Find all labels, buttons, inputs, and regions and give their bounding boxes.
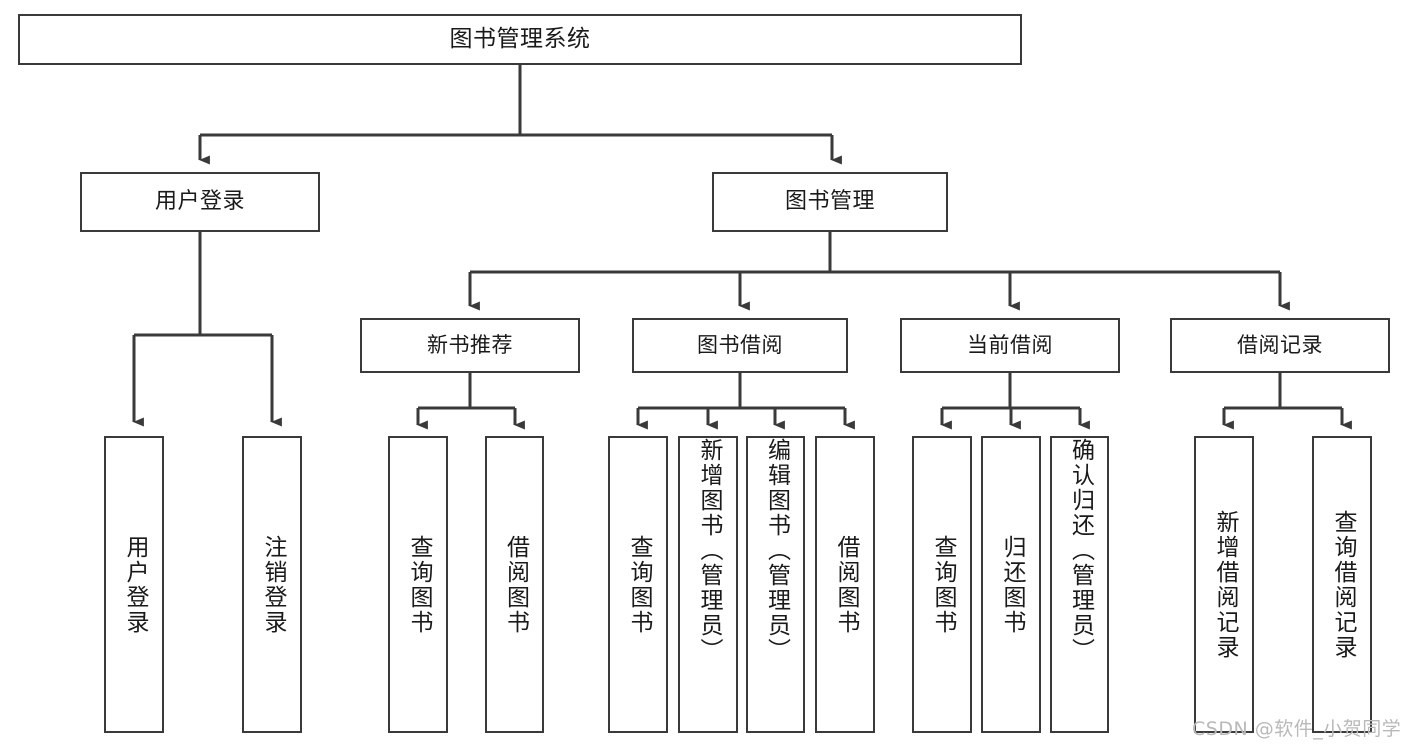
node-leaf-11[interactable]: 新增借阅记录 [1194, 436, 1254, 733]
node-leaf-8-label: 查询图书 [929, 534, 956, 635]
node-level3-0[interactable]: 新书推荐 [360, 318, 580, 373]
node-root-label: 图书管理系统 [449, 26, 591, 53]
node-leaf-7-label: 借阅图书 [832, 534, 859, 635]
node-level3-1-label: 图书借阅 [697, 333, 783, 358]
node-leaf-2-label: 查询图书 [405, 534, 432, 635]
node-level2-0[interactable]: 用户登录 [80, 172, 320, 232]
node-level3-1[interactable]: 图书借阅 [632, 318, 848, 373]
node-leaf-0-label: 用户登录 [121, 534, 148, 635]
node-leaf-3[interactable]: 借阅图书 [485, 436, 544, 733]
node-leaf-7[interactable]: 借阅图书 [815, 436, 875, 733]
node-level2-0-label: 用户登录 [154, 189, 245, 215]
node-leaf-10[interactable]: 确认归还（管理员） [1050, 436, 1109, 733]
node-leaf-1-label: 注销登录 [259, 534, 286, 635]
node-leaf-3-label: 借阅图书 [502, 534, 529, 635]
node-leaf-10-label: 确认归还（管理员） [1067, 438, 1094, 663]
node-level2-1-label: 图书管理 [784, 189, 875, 215]
node-level3-0-label: 新书推荐 [427, 333, 513, 358]
node-leaf-1[interactable]: 注销登录 [242, 436, 302, 733]
node-level3-2[interactable]: 当前借阅 [900, 318, 1120, 373]
node-leaf-4-label: 查询图书 [625, 534, 652, 635]
node-leaf-5-label: 新增图书（管理员） [695, 438, 722, 663]
node-leaf-11-label: 新增借阅记录 [1211, 509, 1238, 660]
node-leaf-6[interactable]: 编辑图书（管理员） [746, 436, 805, 733]
node-leaf-4[interactable]: 查询图书 [608, 436, 668, 733]
node-level2-1[interactable]: 图书管理 [712, 172, 948, 232]
node-level3-3[interactable]: 借阅记录 [1170, 318, 1390, 373]
node-leaf-9-label: 归还图书 [998, 534, 1025, 635]
node-leaf-0[interactable]: 用户登录 [104, 436, 164, 733]
node-leaf-8[interactable]: 查询图书 [912, 436, 972, 733]
node-leaf-5[interactable]: 新增图书（管理员） [678, 436, 738, 733]
node-leaf-9[interactable]: 归还图书 [981, 436, 1041, 733]
node-leaf-12[interactable]: 查询借阅记录 [1312, 436, 1372, 733]
node-root[interactable]: 图书管理系统 [18, 14, 1022, 65]
node-leaf-2[interactable]: 查询图书 [388, 436, 448, 733]
csdn-watermark: CSDN @软件_小贺同学 [1192, 718, 1402, 740]
node-level3-2-label: 当前借阅 [967, 333, 1053, 358]
node-leaf-6-label: 编辑图书（管理员） [763, 438, 790, 663]
node-leaf-12-label: 查询借阅记录 [1329, 509, 1356, 660]
node-level3-3-label: 借阅记录 [1237, 333, 1323, 358]
